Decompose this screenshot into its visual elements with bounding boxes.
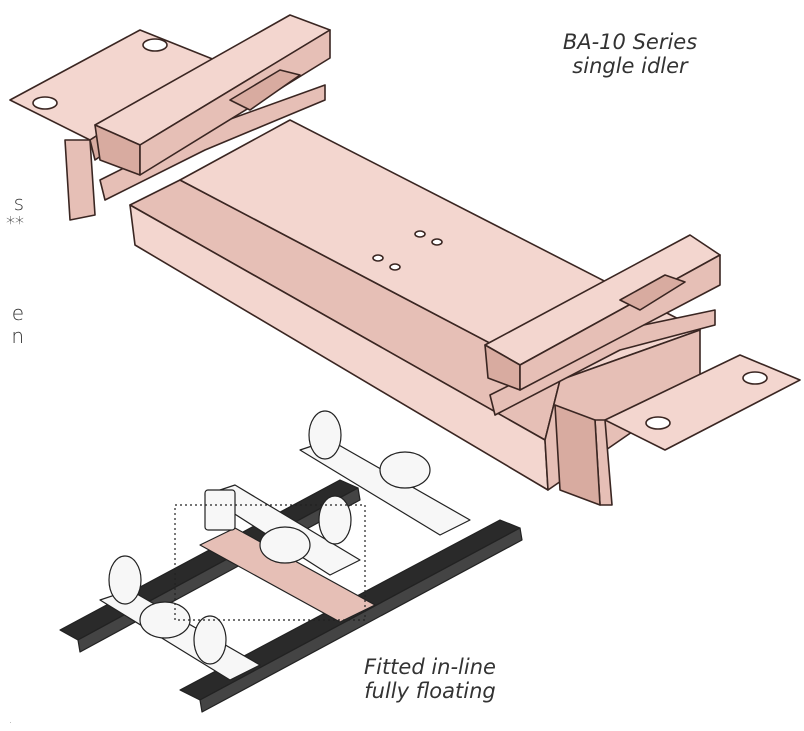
idler-set-front	[99, 555, 261, 681]
left-crossbeam	[94, 14, 331, 201]
ba10-caption: BA-10 Series single idler	[540, 30, 720, 78]
fitted-inline-drawing	[59, 410, 523, 713]
idler-set-rear	[299, 410, 471, 536]
right-bracket	[554, 354, 801, 506]
clipped-text-2: **	[6, 213, 24, 234]
clipped-text-3: e	[11, 302, 24, 324]
fitted-caption-line1: Fitted in-line	[364, 655, 496, 679]
detail-highlight-box	[174, 504, 366, 621]
fitted-caption-line2: fully floating	[364, 679, 496, 703]
ba10-frame-drawing	[9, 14, 801, 506]
frame-mounting-holes	[372, 230, 443, 271]
clipped-text-5: .	[8, 716, 12, 726]
clipped-text-1: s	[13, 192, 24, 214]
ba10-caption-line1: BA-10 Series	[562, 30, 698, 54]
ba10-caption-line2: single idler	[572, 54, 688, 78]
fitted-caption: Fitted in-line fully floating	[340, 655, 520, 703]
right-crossbeam	[484, 234, 721, 416]
idler-set-middle	[204, 484, 361, 576]
clipped-text-4: n	[11, 325, 24, 347]
floating-frame	[199, 527, 376, 623]
